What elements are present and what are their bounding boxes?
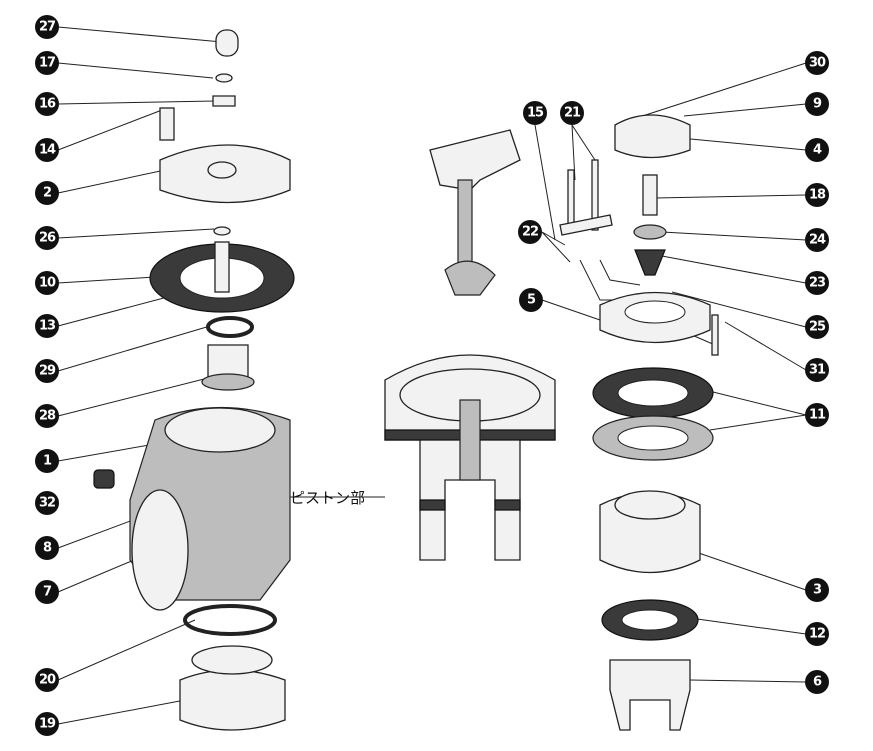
svg-text:28: 28 — [39, 409, 56, 424]
bolt-31 — [711, 314, 719, 356]
label-16: 16 — [35, 92, 59, 116]
label-7: 7 — [35, 580, 59, 604]
seal-23 — [634, 249, 666, 276]
callout-labels: 27 17 16 14 2 26 10 13 29 28 1 32 8 7 20… — [35, 15, 829, 736]
label-29: 29 — [35, 359, 59, 383]
svg-text:18: 18 — [809, 188, 826, 203]
svg-text:10: 10 — [39, 276, 56, 291]
label-13: 13 — [35, 314, 59, 338]
svg-text:25: 25 — [809, 320, 826, 335]
plate-15 — [559, 214, 613, 236]
union-19 — [179, 669, 286, 731]
label-6: 6 — [805, 670, 829, 694]
right-parts — [559, 114, 719, 731]
svg-text:3: 3 — [813, 583, 822, 598]
bolt-21a — [567, 169, 575, 231]
oring-26 — [213, 226, 231, 236]
plug-32 — [93, 469, 115, 489]
stem-10 — [214, 241, 230, 293]
label-2: 2 — [35, 181, 59, 205]
svg-text:14: 14 — [39, 143, 56, 158]
insert-6 — [609, 659, 691, 731]
label-28: 28 — [35, 404, 59, 428]
bolt-14 — [159, 107, 175, 141]
piston-section-label: ピストン部 — [290, 489, 365, 507]
svg-text:30: 30 — [809, 56, 826, 71]
label-12: 12 — [805, 622, 829, 646]
svg-text:16: 16 — [39, 97, 56, 112]
label-25: 25 — [805, 315, 829, 339]
svg-text:8: 8 — [43, 541, 52, 556]
label-8: 8 — [35, 536, 59, 560]
svg-text:4: 4 — [813, 143, 822, 158]
oring-29 — [206, 316, 254, 338]
svg-text:20: 20 — [39, 673, 56, 688]
label-17: 17 — [35, 51, 59, 75]
oring-20 — [183, 604, 277, 636]
svg-text:22: 22 — [522, 225, 538, 240]
label-15: 15 — [523, 101, 547, 125]
label-10: 10 — [35, 271, 59, 295]
svg-text:26: 26 — [39, 231, 56, 246]
svg-text:6: 6 — [813, 675, 822, 690]
label-4: 4 — [805, 138, 829, 162]
svg-text:7: 7 — [43, 585, 52, 600]
label-19: 19 — [35, 712, 59, 736]
cap-27 — [215, 29, 239, 57]
svg-text:9: 9 — [813, 97, 822, 112]
label-27: 27 — [35, 15, 59, 39]
label-14: 14 — [35, 138, 59, 162]
label-21: 21 — [560, 101, 584, 125]
label-23: 23 — [805, 271, 829, 295]
clip-17 — [215, 73, 233, 83]
svg-text:13: 13 — [39, 319, 56, 334]
svg-text:23: 23 — [809, 276, 826, 291]
label-11: 11 — [805, 403, 829, 427]
svg-text:24: 24 — [809, 233, 826, 248]
label-24: 24 — [805, 228, 829, 252]
svg-text:19: 19 — [39, 717, 56, 732]
svg-text:11: 11 — [809, 408, 826, 423]
label-3: 3 — [805, 578, 829, 602]
left-parts — [93, 29, 295, 731]
cap-4 — [614, 114, 691, 159]
washer-24 — [633, 224, 667, 240]
cutaway-view — [384, 129, 556, 561]
svg-text:29: 29 — [39, 364, 56, 379]
bolt-21b — [591, 159, 599, 231]
label-22: 22 — [518, 220, 542, 244]
svg-text:1: 1 — [43, 454, 52, 469]
label-1: 1 — [35, 449, 59, 473]
svg-text:2: 2 — [43, 186, 51, 201]
svg-text:5: 5 — [527, 293, 536, 308]
label-5: 5 — [519, 288, 543, 312]
svg-text:27: 27 — [39, 20, 56, 35]
nut-16 — [212, 95, 236, 107]
svg-text:17: 17 — [39, 56, 56, 71]
svg-text:31: 31 — [809, 363, 826, 378]
label-26: 26 — [35, 226, 59, 250]
svg-text:15: 15 — [527, 106, 544, 121]
label-30: 30 — [805, 51, 829, 75]
svg-text:32: 32 — [39, 496, 55, 511]
label-18: 18 — [805, 183, 829, 207]
label-9: 9 — [805, 92, 829, 116]
stem-18 — [642, 174, 658, 216]
label-32: 32 — [35, 491, 59, 515]
svg-text:12: 12 — [809, 627, 825, 642]
label-31: 31 — [805, 358, 829, 382]
svg-text:21: 21 — [564, 106, 581, 121]
label-20: 20 — [35, 668, 59, 692]
